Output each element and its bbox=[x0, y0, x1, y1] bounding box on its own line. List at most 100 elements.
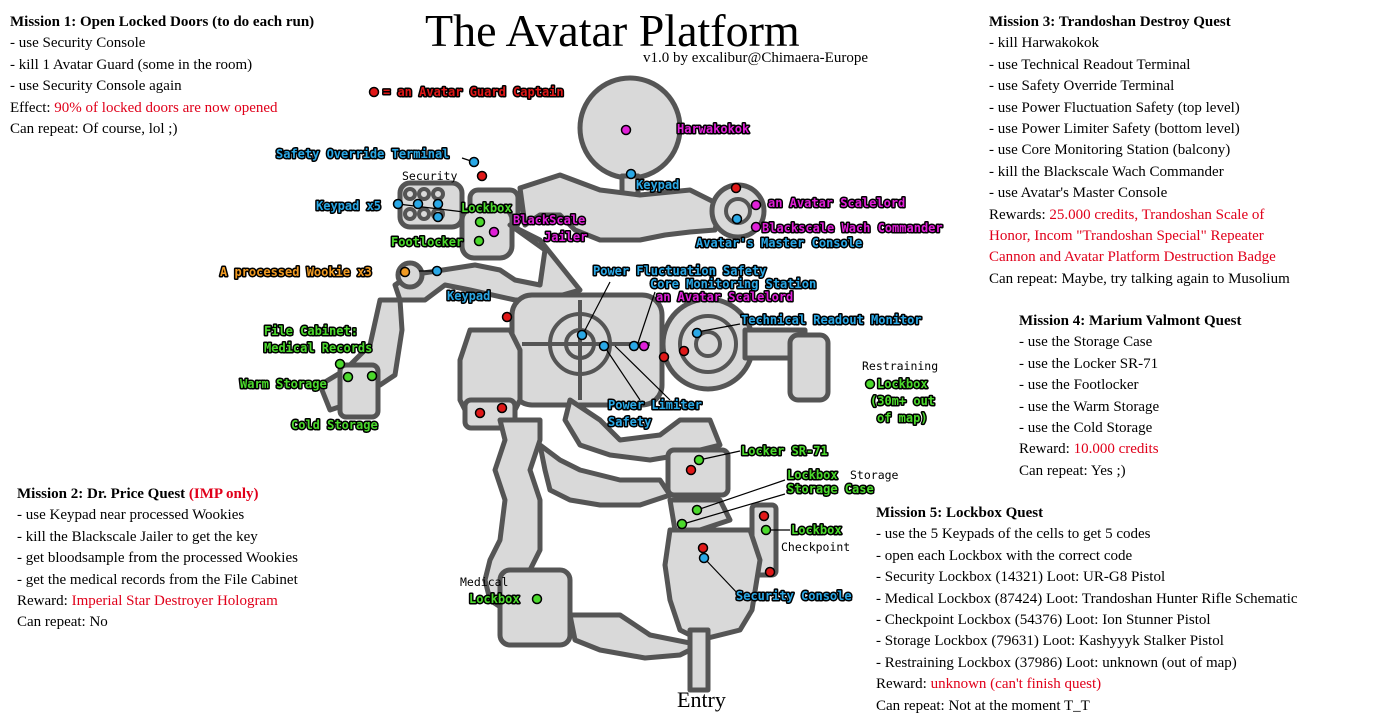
scalelord-marker bbox=[750, 199, 762, 211]
mission-1-repeat: Can repeat: Of course, lol ;) bbox=[10, 121, 178, 138]
mission-5-step: - Checkpoint Lockbox (54376) Loot: Ion S… bbox=[876, 612, 1211, 629]
wookie-label: A processed Wookie x3 bbox=[220, 265, 372, 279]
guard-marker bbox=[658, 351, 670, 363]
reward-value: Cannon and Avatar Platform Destruction B… bbox=[989, 249, 1276, 266]
map-labels: = an Avatar Guard Captain Harwakokok Saf… bbox=[219, 84, 945, 608]
storage-case-label: Storage Case bbox=[787, 482, 874, 496]
effect-label: Effect: bbox=[10, 99, 55, 116]
out-of-map-label-2: of map) bbox=[877, 411, 928, 425]
keypad-top-label: Keypad bbox=[636, 178, 679, 192]
jailer-marker bbox=[488, 226, 500, 238]
entry-label: Entry bbox=[677, 687, 726, 712]
mission-1-block: Mission 1: Open Locked Doors (to do each… bbox=[10, 12, 314, 140]
storage-case-marker bbox=[676, 518, 688, 530]
lockbox-checkpoint-marker bbox=[760, 524, 772, 536]
master-console-marker bbox=[731, 213, 743, 225]
mission-2-step: - kill the Blackscale Jailer to get the … bbox=[17, 528, 258, 545]
harwakokok-label: Harwakokok bbox=[677, 122, 750, 136]
mission-4-block: Mission 4: Marium Valmont Quest - use th… bbox=[1019, 311, 1242, 482]
mission-1-effect: Effect: 90% of locked doors are now open… bbox=[10, 98, 314, 119]
mission-2-reward: Reward: Imperial Star Destroyer Hologram bbox=[17, 591, 298, 612]
security-console-marker bbox=[698, 552, 710, 564]
reward-value: 25.000 credits, Trandoshan Scale of bbox=[1049, 206, 1265, 223]
power-limiter-label-2: Safety bbox=[608, 415, 651, 429]
lockbox-security-label: Lockbox bbox=[461, 201, 512, 215]
keypad-cell-marker bbox=[432, 211, 444, 223]
mission-3-step: - use Technical Readout Terminal bbox=[989, 56, 1191, 73]
mission-4-reward: Reward: 10.000 credits bbox=[1019, 439, 1242, 460]
locker-sr71-label: Locker SR-71 bbox=[741, 444, 828, 458]
file-cabinet-marker bbox=[334, 358, 346, 370]
power-fluctuation-label: Power Fluctuation Safety bbox=[593, 264, 766, 278]
mission-3-step: - use Safety Override Terminal bbox=[989, 78, 1175, 95]
reward-value: 10.000 credits bbox=[1073, 441, 1159, 458]
mission-1-heading: Mission 1: Open Locked Doors (to do each… bbox=[10, 14, 315, 30]
mission-3-reward: Rewards: 25.000 credits, Trandoshan Scal… bbox=[989, 205, 1290, 226]
mission-5-reward: Reward: unknown (can't finish quest) bbox=[876, 674, 1298, 695]
lockbox-checkpoint-label: Lockbox bbox=[791, 523, 842, 537]
reward-value: Imperial Star Destroyer Hologram bbox=[71, 593, 278, 610]
guard-marker bbox=[678, 345, 690, 357]
mission-5-step: - use the 5 Keypads of the cells to get … bbox=[876, 526, 1151, 543]
footlocker-marker bbox=[473, 235, 485, 247]
guard-marker bbox=[476, 170, 488, 182]
file-cabinet-label-2: Medical Records bbox=[264, 341, 372, 355]
keypad-wookie-marker bbox=[431, 265, 443, 277]
guard-marker bbox=[501, 311, 513, 323]
lockbox-medical-label: Lockbox bbox=[469, 592, 520, 606]
mission-3-block: Mission 3: Trandoshan Destroy Quest - ki… bbox=[989, 12, 1290, 290]
storage-room-label: Storage bbox=[850, 468, 899, 482]
technical-readout-marker bbox=[691, 327, 703, 339]
safety-override-label: Safety Override Terminal bbox=[276, 147, 449, 161]
security-room-label: Security bbox=[402, 169, 457, 183]
power-limiter-label-1: Power Limiter bbox=[608, 398, 702, 412]
keypad-cell-marker bbox=[392, 198, 404, 210]
mission-5-step: - open each Lockbox with the correct cod… bbox=[876, 547, 1133, 564]
reward-label: Reward: bbox=[17, 593, 72, 610]
mission-3-repeat: Can repeat: Maybe, try talking again to … bbox=[989, 270, 1290, 287]
core-monitoring-label: Core Monitoring Station bbox=[650, 277, 816, 291]
keypad-top-marker bbox=[625, 168, 637, 180]
safety-override-marker bbox=[468, 156, 480, 168]
cold-storage-label: Cold Storage bbox=[291, 418, 378, 432]
medical-room-label: Medical bbox=[460, 575, 508, 589]
guard-marker bbox=[730, 182, 742, 194]
warm-storage-marker bbox=[342, 371, 354, 383]
mission-1-step: - use Security Console again bbox=[10, 78, 182, 95]
cold-storage-marker bbox=[366, 370, 378, 382]
guard-marker bbox=[758, 510, 770, 522]
mission-4-step: - use the Cold Storage bbox=[1019, 420, 1153, 437]
effect-value: 90% of locked doors are now opened bbox=[54, 99, 278, 116]
harwakokok-marker bbox=[620, 124, 632, 136]
guard-marker bbox=[685, 464, 697, 476]
avatar-scalelord-label-2: an Avatar Scalelord bbox=[656, 290, 793, 304]
mission-2-step: - use Keypad near processed Wookies bbox=[17, 507, 245, 524]
power-fluctuation-marker bbox=[576, 329, 588, 341]
mission-3-step: - kill Harwakokok bbox=[989, 35, 1099, 52]
lockbox-restraining-label: Lockbox bbox=[877, 377, 928, 391]
mission-2-step: - get bloodsample from the processed Woo… bbox=[17, 550, 298, 567]
keypad-x5-label: Keypad x5 bbox=[316, 199, 381, 213]
core-monitoring-marker bbox=[628, 340, 640, 352]
guard-marker bbox=[697, 542, 709, 554]
technical-readout-label: Technical Readout Monitor bbox=[741, 313, 922, 327]
out-of-map-label-1: (30m+ out bbox=[870, 394, 935, 408]
mission-2-block: Mission 2: Dr. Price Quest (IMP only) - … bbox=[17, 484, 298, 634]
guard-marker bbox=[474, 407, 486, 419]
mission-4-step: - use the Warm Storage bbox=[1019, 398, 1160, 415]
mission-5-step: - Medical Lockbox (87424) Loot: Trandosh… bbox=[876, 590, 1298, 607]
blackscale-commander-label: Blackscale Wach Commander bbox=[762, 221, 943, 235]
map-markers bbox=[334, 86, 876, 605]
guard-captain-legend-marker bbox=[368, 86, 380, 98]
blackscale-jailer-label-2: Jailer bbox=[544, 230, 587, 244]
mission-2-heading-text: Mission 2: Dr. Price Quest bbox=[17, 486, 189, 502]
mission-4-heading: Mission 4: Marium Valmont Quest bbox=[1019, 313, 1242, 329]
mission-1-step: - kill 1 Avatar Guard (some in the room) bbox=[10, 56, 253, 73]
mission-5-step: - Restraining Lockbox (37986) Loot: unkn… bbox=[876, 654, 1237, 671]
mission-2-heading: Mission 2: Dr. Price Quest (IMP only) bbox=[17, 484, 298, 505]
warm-storage-label: Warm Storage bbox=[240, 377, 327, 391]
mission-3-step: - kill the Blackscale Wach Commander bbox=[989, 163, 1224, 180]
page-title: The Avatar Platform bbox=[425, 5, 800, 56]
reward-label: Reward: bbox=[1019, 441, 1074, 458]
guard-marker bbox=[764, 566, 776, 578]
